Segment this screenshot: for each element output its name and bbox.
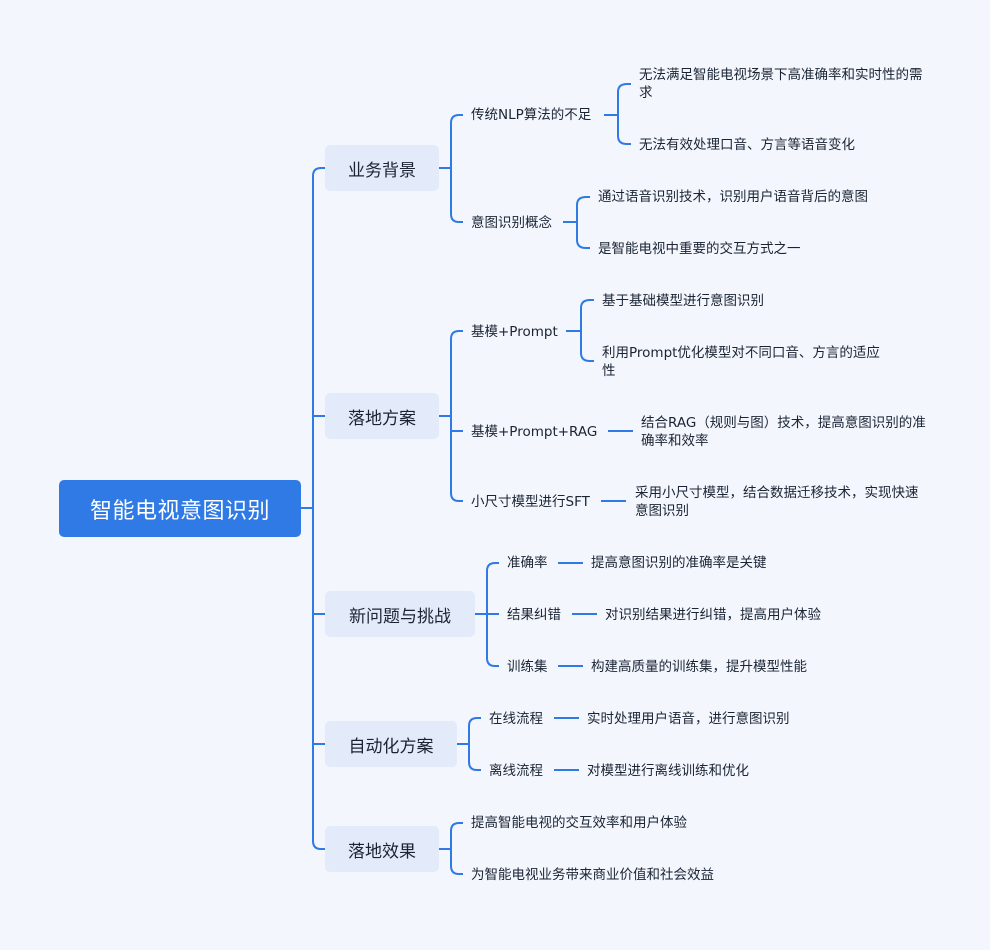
leaf-text[interactable]: 提高智能电视的交互效率和用户体验 <box>471 815 687 831</box>
leaf-text[interactable]: 为智能电视业务带来商业价值和社会效益 <box>471 867 714 883</box>
node-error-correction[interactable]: 结果纠错 <box>507 607 561 623</box>
node-automation-plan[interactable]: 自动化方案 <box>325 721 457 767</box>
node-base-prompt-rag[interactable]: 基模+Prompt+RAG <box>471 424 598 440</box>
root-node[interactable]: 智能电视意图识别 <box>59 480 301 537</box>
leaf-text[interactable]: 对识别结果进行纠错，提高用户体验 <box>605 607 821 623</box>
node-training-set[interactable]: 训练集 <box>507 659 548 675</box>
node-small-model-sft[interactable]: 小尺寸模型进行SFT <box>471 494 590 510</box>
node-accuracy[interactable]: 准确率 <box>507 555 548 571</box>
leaf-text[interactable]: 构建高质量的训练集，提升模型性能 <box>591 659 807 675</box>
leaf-text[interactable]: 结合RAG（规则与图）技术，提高意图识别的准确率和效率 <box>641 415 926 449</box>
leaf-text[interactable]: 无法满足智能电视场景下高准确率和实时性的需求 <box>639 67 923 101</box>
node-offline-flow[interactable]: 离线流程 <box>489 763 543 779</box>
node-intent-concept[interactable]: 意图识别概念 <box>471 215 552 231</box>
leaf-text[interactable]: 实时处理用户语音，进行意图识别 <box>587 711 790 727</box>
node-new-challenges[interactable]: 新问题与挑战 <box>325 591 475 637</box>
node-business-background[interactable]: 业务背景 <box>325 145 439 191</box>
node-base-prompt[interactable]: 基模+Prompt <box>471 324 558 340</box>
leaf-text[interactable]: 采用小尺寸模型，结合数据迁移技术，实现快速意图识别 <box>635 485 919 519</box>
leaf-text[interactable]: 无法有效处理口音、方言等语音变化 <box>639 137 855 153</box>
leaf-text[interactable]: 是智能电视中重要的交互方式之一 <box>598 241 801 257</box>
root-trunk <box>312 167 325 850</box>
leaf-text[interactable]: 利用Prompt优化模型对不同口音、方言的适应性 <box>602 345 880 379</box>
leaf-text[interactable]: 提高意图识别的准确率是关键 <box>591 555 767 571</box>
leaf-text[interactable]: 对模型进行离线训练和优化 <box>587 763 749 779</box>
node-online-flow[interactable]: 在线流程 <box>489 711 543 727</box>
leaf-text[interactable]: 通过语音识别技术，识别用户语音背后的意图 <box>598 189 868 205</box>
node-landing-effect[interactable]: 落地效果 <box>325 826 439 872</box>
leaf-text[interactable]: 基于基础模型进行意图识别 <box>602 293 764 309</box>
node-landing-plan[interactable]: 落地方案 <box>325 393 439 439</box>
node-traditional-nlp[interactable]: 传统NLP算法的不足 <box>471 107 592 123</box>
